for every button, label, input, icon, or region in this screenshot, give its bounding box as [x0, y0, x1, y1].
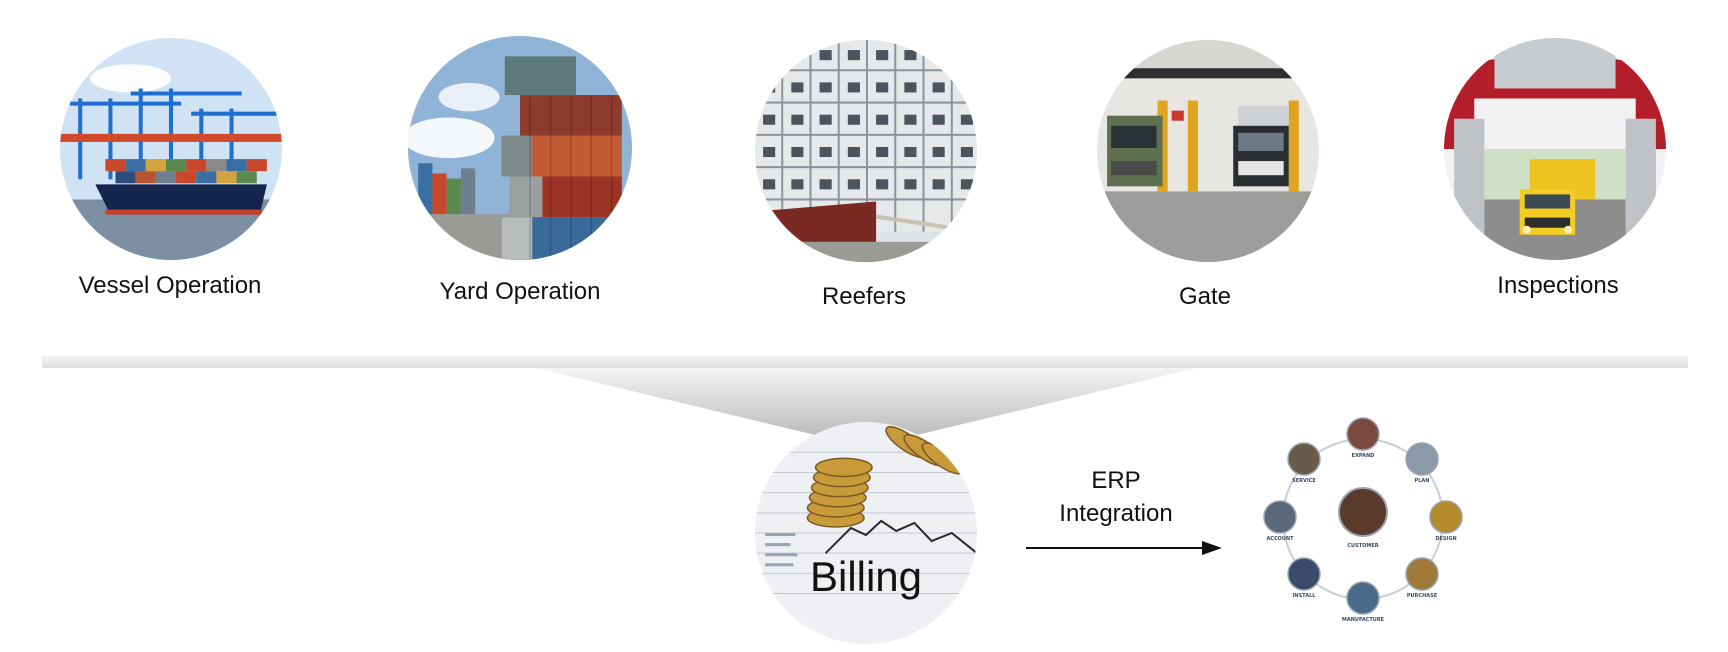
svg-text:MANUFACTURE: MANUFACTURE — [1342, 617, 1385, 623]
erp-center-label: CUSTOMER — [1347, 543, 1378, 549]
billing-label: Billing — [809, 553, 923, 600]
erp-node-design: DESIGN — [1429, 500, 1463, 542]
coins-chart-icon — [755, 422, 977, 644]
erp-node-service: SERVICE — [1287, 442, 1321, 484]
erp-node-manufacture: MANUFACTURE — [1342, 581, 1385, 623]
module-label-vessel: Vessel Operation — [78, 272, 262, 299]
module-label-yard: Yard Operation — [439, 278, 601, 305]
erp-node-account: ACCOUNT — [1263, 500, 1297, 542]
container-stack-icon — [408, 36, 632, 260]
reefers-image — [755, 40, 977, 262]
erp-cycle-diagram: CUSTOMER EXPAND PLAN DESIGN PURCHASE MAN… — [1256, 412, 1470, 626]
reefer-containers-icon — [755, 40, 977, 262]
erp-integration-label: ERP Integration — [1059, 464, 1172, 530]
yard-operation-image — [408, 36, 632, 260]
svg-text:DESIGN: DESIGN — [1435, 536, 1456, 542]
erp-node-expand: EXPAND — [1346, 417, 1380, 459]
module-label-gate: Gate — [1178, 283, 1232, 310]
svg-text:PLAN: PLAN — [1415, 478, 1430, 484]
erp-node-plan: PLAN — [1405, 442, 1439, 484]
erp-node-install: INSTALL — [1287, 557, 1321, 599]
svg-text:ACCOUNT: ACCOUNT — [1266, 536, 1294, 542]
svg-text:PURCHASE: PURCHASE — [1407, 593, 1438, 599]
arrow-right-icon — [1026, 541, 1222, 555]
module-label-reefers: Reefers — [821, 283, 907, 310]
erp-node-purchase: PURCHASE — [1405, 557, 1439, 599]
erp-label-line1: ERP — [1091, 467, 1141, 494]
svg-text:EXPAND: EXPAND — [1352, 453, 1375, 459]
erp-label-line2: Integration — [1059, 500, 1173, 527]
svg-text:SERVICE: SERVICE — [1292, 478, 1316, 484]
billing-image — [755, 422, 977, 644]
module-label-inspections: Inspections — [1497, 272, 1619, 299]
svg-text:INSTALL: INSTALL — [1293, 593, 1317, 599]
erp-center-node: CUSTOMER — [1338, 487, 1388, 549]
